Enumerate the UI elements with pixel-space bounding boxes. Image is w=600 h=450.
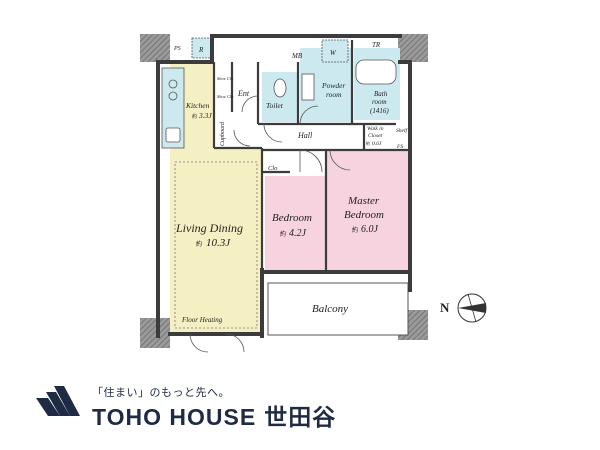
living-dining-size-prefix: 約	[196, 240, 202, 248]
master-bedroom-size-prefix: 約	[352, 226, 358, 234]
balcony-label: Balcony	[312, 303, 348, 315]
living-dining-area	[170, 148, 262, 334]
floor-heating-area	[174, 161, 258, 329]
cupboard-label: Cupboard	[220, 121, 226, 146]
floor-plan: N Living Dining 約 10.3J Kitchen 約 3.3J B…	[140, 34, 487, 353]
bath-room-label-line3: (1416)	[370, 107, 389, 115]
powder-room-label-line2: room	[326, 90, 342, 99]
shoe-closet-2-label: Shoe Clo	[217, 94, 234, 99]
stove-icon	[168, 91, 178, 101]
walk-in-closet-label-line1: Walk in	[367, 126, 384, 132]
shoe-closet-1-label: Shoe Clo	[217, 76, 234, 81]
bedroom-label: Bedroom	[272, 212, 312, 224]
fs-label: FS	[396, 144, 403, 150]
washer-space	[321, 39, 349, 63]
master-bedroom-size: 6.0J	[361, 224, 379, 235]
washbasin-icon	[301, 73, 315, 101]
partition-walls	[212, 40, 410, 272]
ps-label: PS	[173, 46, 181, 52]
tr-label: TR	[372, 41, 381, 49]
hall-label: Hall	[297, 131, 313, 140]
master-bedroom-area	[326, 150, 408, 270]
closet-label: Clo	[268, 165, 278, 172]
walk-in-closet-label-line2: Closet	[368, 133, 383, 139]
compass-north-label: N	[440, 300, 450, 315]
corner-column-bottom-left	[140, 318, 170, 348]
powder-room-label-line1: Powder	[321, 81, 345, 90]
brand-ward-name: 世田谷	[264, 405, 337, 431]
bath-room-label-line1: Bath	[374, 90, 388, 98]
sink-icon	[165, 127, 181, 143]
brand-company-name: TOHO HOUSE	[92, 404, 257, 430]
bedroom-size-prefix: 約	[280, 230, 286, 238]
master-bedroom-label-line1: Master	[347, 195, 380, 207]
bath-room-label-line2: room	[372, 98, 387, 106]
toho-house-logo-icon	[36, 386, 80, 416]
bedroom-size: 4.2J	[289, 228, 307, 239]
kitchen-size-prefix: 約	[192, 113, 197, 120]
washer-label: W	[330, 49, 337, 57]
walls	[156, 34, 412, 338]
compass-icon	[457, 293, 487, 323]
floor-heating-label: Floor Heating	[181, 316, 223, 324]
entrance-label: Ent	[237, 89, 250, 98]
master-bedroom-label-line2: Bedroom	[344, 209, 384, 221]
shelf-label: Shelf	[396, 127, 408, 134]
stove-icon	[168, 79, 178, 89]
kitchen-size: 3.3J	[198, 111, 212, 120]
brand-name: TOHO HOUSE 世田谷	[92, 398, 336, 432]
walk-in-closet-size-prefix: 約	[366, 140, 370, 146]
bathtub-icon	[355, 59, 397, 85]
corner-column-top-right	[398, 34, 428, 62]
bedroom-area	[265, 176, 325, 272]
mb-label: MB	[291, 52, 303, 60]
balcony-area	[267, 282, 409, 336]
living-dining-size: 10.3J	[206, 237, 231, 249]
brand-tagline: 「住まい」のもっと先へ。	[92, 386, 230, 399]
walk-in-closet-size: 0.6J	[372, 141, 382, 147]
kitchen-label: Kitchen	[185, 101, 210, 110]
toilet-label: Toilet	[266, 101, 284, 110]
living-dining-label: Living Dining	[175, 221, 243, 235]
corner-column-top-left	[140, 34, 170, 62]
door-swings	[189, 95, 351, 353]
refrigerator-label: R	[198, 46, 204, 54]
toilet-fixture-icon	[273, 78, 287, 98]
